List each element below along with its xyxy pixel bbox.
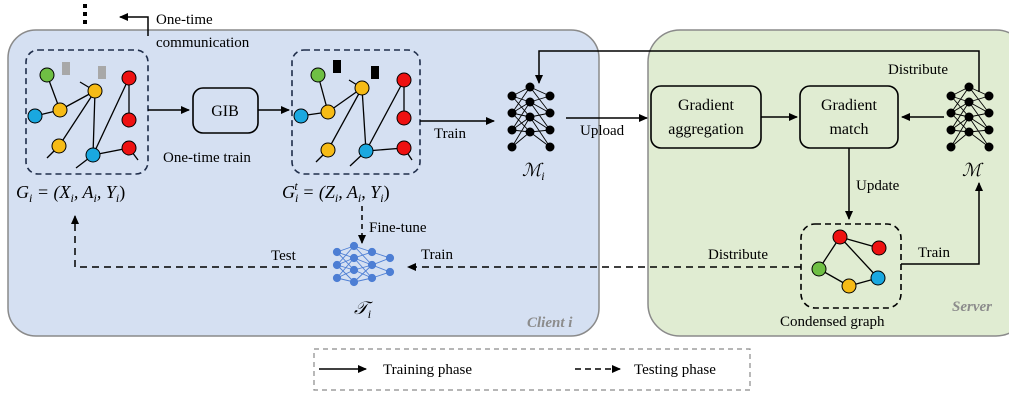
gradient-match-label-1: Gradient	[821, 97, 878, 114]
train-label-server: Train	[918, 245, 950, 261]
fine-tune-label: Fine-tune	[369, 220, 427, 236]
condensed-graph-label: Condensed graph	[780, 314, 885, 330]
original-graph-label: Gi = (Xi, Ai, Yi)	[16, 182, 125, 205]
transformed-graph	[291, 49, 421, 175]
train-to-tnet-label: Train	[421, 247, 453, 263]
local-model-label: ℳi	[522, 160, 545, 183]
original-graph	[25, 49, 149, 175]
distribute-top-arrow	[535, 50, 980, 92]
gradient-match-label-2: match	[829, 121, 868, 138]
gradient-match-box	[799, 85, 899, 149]
global-model-network-icon	[946, 82, 994, 152]
legend-testing-label: Testing phase	[634, 362, 716, 378]
client-region	[7, 29, 600, 337]
distribute-top-label: Distribute	[888, 62, 948, 78]
ellipsis-icon	[83, 4, 87, 24]
test-model-network-icon	[332, 241, 395, 287]
one-time-communication-label-2: communication	[156, 35, 250, 51]
global-model-label: ℳ	[962, 160, 984, 180]
test-arrow	[71, 215, 327, 268]
upload-label: Upload	[580, 123, 625, 139]
condensed-graph	[800, 223, 902, 309]
local-model-network-icon	[507, 82, 555, 152]
test-label: Test	[271, 248, 297, 264]
transformed-graph-label: Git = (Zi, Ai, Yi)	[282, 179, 390, 205]
update-label: Update	[856, 178, 900, 194]
gib-label: GIB	[211, 103, 239, 120]
server-region-label: Server	[952, 299, 992, 315]
condensed-to-global-model-arrow	[901, 182, 983, 265]
legend-training-label: Training phase	[383, 362, 472, 378]
legend: Training phase Testing phase	[313, 348, 751, 391]
train-label-client: Train	[434, 126, 466, 142]
one-time-train-label: One-time train	[163, 150, 251, 166]
gradient-aggregation-label-2: aggregation	[668, 121, 744, 138]
gradient-aggregation-label-1: Gradient	[678, 97, 735, 114]
one-time-communication-arrow	[119, 13, 149, 36]
server-region	[647, 29, 1009, 337]
distribute-bottom-label: Distribute	[708, 247, 768, 263]
client-region-label: Client i	[527, 315, 573, 331]
gradient-aggregation-box	[650, 85, 762, 149]
one-time-communication-label-1: One-time	[156, 12, 213, 28]
